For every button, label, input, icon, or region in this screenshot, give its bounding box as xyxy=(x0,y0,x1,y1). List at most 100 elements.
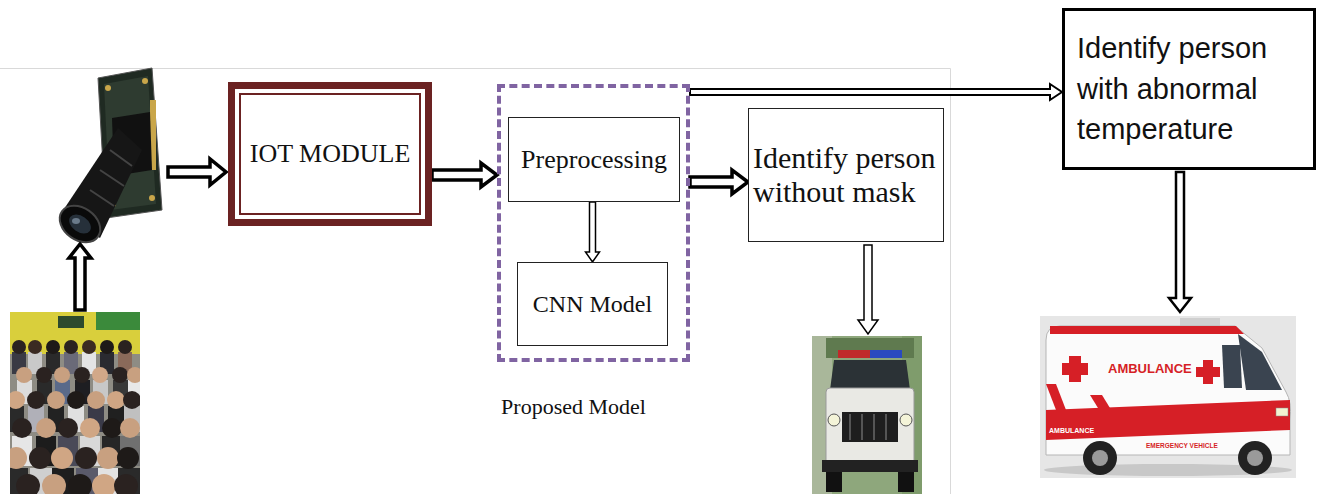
crowd-photo xyxy=(87,391,105,409)
crowd-photo xyxy=(10,391,25,409)
crowd-photo xyxy=(10,312,140,354)
iot-module-box: IOT MODULE xyxy=(228,82,432,226)
crowd-photo xyxy=(75,447,97,469)
police-jeep-photo xyxy=(830,360,910,390)
crowd-photo xyxy=(107,391,125,409)
camera-module xyxy=(142,78,148,84)
camera-module xyxy=(66,211,95,238)
police-jeep-photo xyxy=(900,414,912,426)
crowd-photo xyxy=(120,418,140,438)
camera-module xyxy=(105,85,111,91)
ambulance-photo xyxy=(1050,326,1244,334)
ambulance-photo xyxy=(1092,450,1108,466)
crowd-photo xyxy=(117,447,139,469)
crowd-photo xyxy=(68,474,92,494)
crowd-photo xyxy=(97,447,119,469)
ambulance-photo xyxy=(1222,345,1242,388)
camera-module xyxy=(90,190,114,206)
crowd-photo xyxy=(58,316,84,328)
crowd-photo xyxy=(118,340,132,354)
camera-module xyxy=(62,128,142,238)
ambulance-photo xyxy=(1276,408,1288,416)
output-box: Identify person without mask xyxy=(748,108,944,242)
crowd-photo xyxy=(54,367,70,383)
crowd-photo xyxy=(58,418,78,438)
police-jeep-photo xyxy=(826,338,914,358)
crowd-photo xyxy=(27,391,45,409)
police-jeep-photo xyxy=(842,412,898,442)
ambulance-photo xyxy=(1238,441,1272,475)
output-box: Identify person with abnormal temperatur… xyxy=(1062,8,1316,170)
crowd-photo xyxy=(80,418,100,438)
connector-arrow xyxy=(690,170,748,194)
ambulance-photo xyxy=(1196,367,1220,377)
vehicle-lettering: AMBULANCE xyxy=(1108,362,1192,375)
camera-module xyxy=(110,150,132,166)
crowd-photo xyxy=(102,418,122,438)
crowd-photo xyxy=(74,367,90,383)
ambulance-photo xyxy=(1040,316,1296,478)
police-jeep-photo xyxy=(812,336,922,494)
flow-arrow xyxy=(1169,172,1191,312)
crowd-photo xyxy=(42,474,66,494)
box-label: CNN Model xyxy=(533,291,652,318)
crowd-photo xyxy=(12,418,32,438)
process-box: CNN Model xyxy=(517,262,668,346)
crowd-photo xyxy=(10,312,140,494)
police-jeep-photo xyxy=(812,336,922,494)
crowd-photo xyxy=(67,391,85,409)
camera-module xyxy=(72,218,80,224)
crowd-photo xyxy=(10,447,27,469)
police-jeep-photo xyxy=(873,414,875,440)
crowd-photo xyxy=(92,474,116,494)
police-jeep-photo xyxy=(885,414,887,440)
connector-arrow xyxy=(432,163,497,187)
crowd-photo xyxy=(16,474,40,494)
group-caption: Proposed Model xyxy=(461,394,686,420)
crowd-photo xyxy=(29,447,51,469)
connector-arrow xyxy=(586,202,600,262)
box-label: Identify person with abnormal temperatur… xyxy=(1077,28,1301,150)
ambulance-photo xyxy=(1247,450,1263,466)
flow-arrow xyxy=(168,159,226,185)
crowd-photo xyxy=(112,367,128,383)
crowd-photo xyxy=(51,447,73,469)
camera-module xyxy=(53,68,162,250)
police-jeep-photo xyxy=(828,414,840,426)
crowd-photo xyxy=(12,340,26,354)
crowd-photo xyxy=(36,418,56,438)
crowd-photo xyxy=(36,367,52,383)
crowd-photo xyxy=(100,340,114,354)
box-label: Preprocessing xyxy=(521,145,667,175)
crowd-photo xyxy=(127,367,140,383)
ambulance-photo xyxy=(1046,326,1291,455)
police-jeep-photo xyxy=(898,472,914,492)
crowd-photo xyxy=(46,340,60,354)
police-jeep-photo xyxy=(822,460,918,472)
ambulance-photo xyxy=(1180,318,1220,326)
ambulance-photo xyxy=(1090,395,1110,408)
ambulance-photo xyxy=(1046,384,1066,410)
police-jeep-photo xyxy=(870,350,902,358)
camera-module xyxy=(100,170,124,186)
vehicle-lettering: AMBULANCE xyxy=(1049,427,1094,434)
ambulance-photo xyxy=(1083,441,1117,475)
crowd-photo xyxy=(28,340,42,354)
vehicle-lettering: EMERGENCY VEHICLE xyxy=(1146,443,1218,450)
crowd-photo xyxy=(16,367,32,383)
box-label: Identify person without mask xyxy=(753,141,939,210)
crowd-photo xyxy=(123,391,140,409)
ambulance-photo xyxy=(1040,316,1296,478)
process-box: Preprocessing xyxy=(508,117,680,202)
police-jeep-photo xyxy=(826,472,842,492)
ambulance-photo xyxy=(1062,363,1088,375)
proposed-model-group: Proposed ModelPreprocessingCNN Model xyxy=(497,84,690,362)
crowd-photo xyxy=(10,312,140,494)
crowd-photo xyxy=(92,367,108,383)
police-jeep-photo xyxy=(838,350,870,358)
crowd-photo xyxy=(64,340,78,354)
crowd-photo xyxy=(82,340,96,354)
police-jeep-photo xyxy=(849,414,851,440)
crowd-photo xyxy=(114,474,138,494)
